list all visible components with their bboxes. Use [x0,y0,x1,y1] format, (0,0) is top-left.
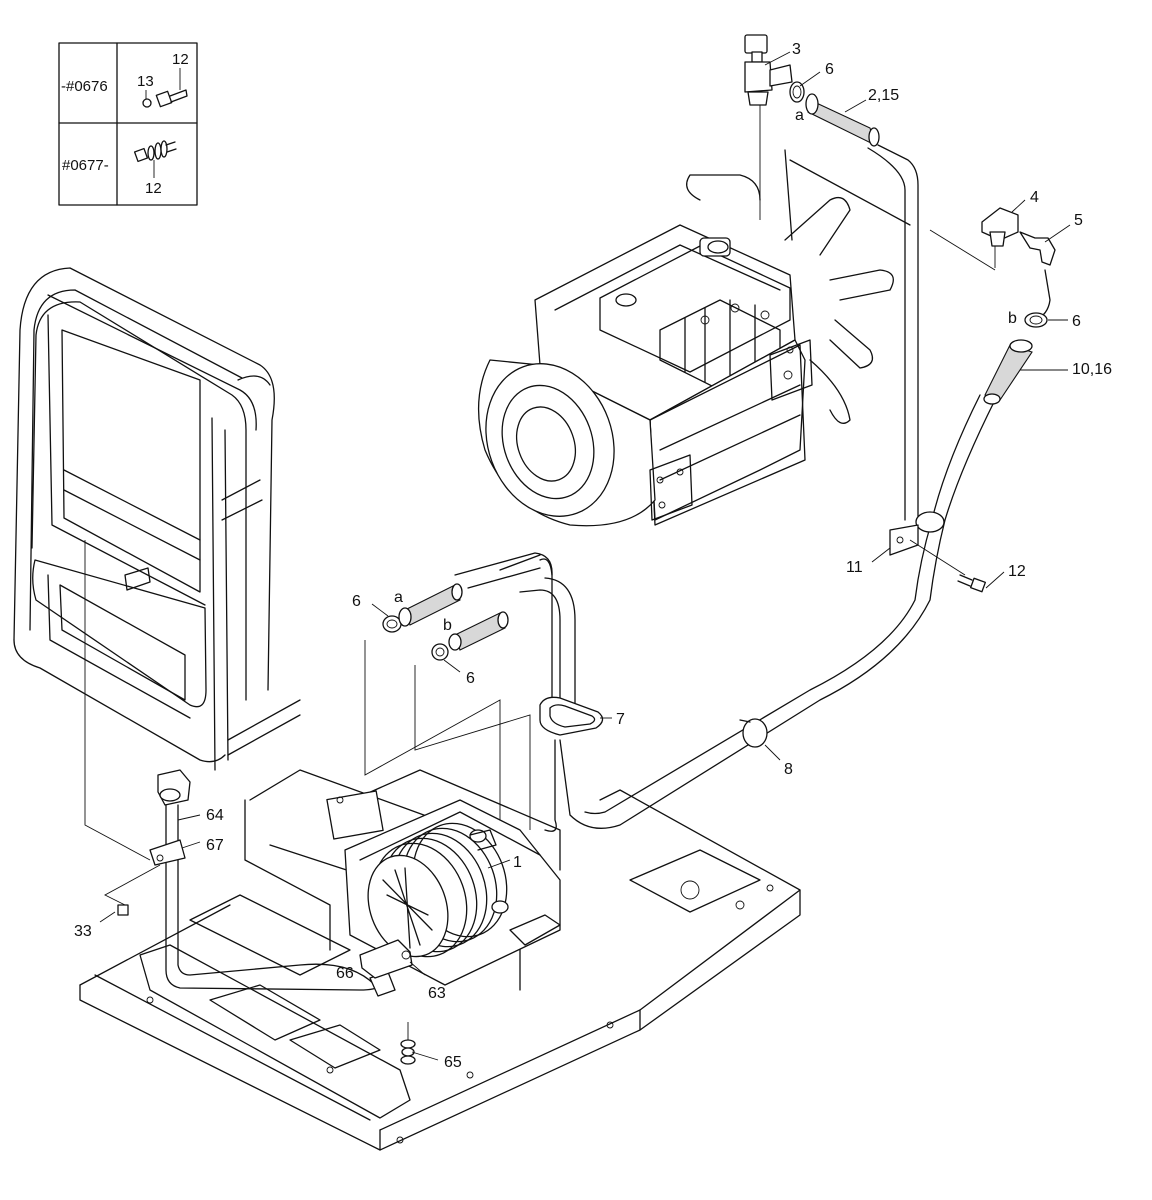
heater-unit [326,790,561,986]
callout-2-15: 2,15 [868,87,899,104]
callout-labels: 1 2,15 3 4 5 6 6 6 6 7 8 10,16 11 12 33 … [74,41,1112,1071]
clamp-6-top-icon [789,71,821,103]
callout-8: 8 [784,761,793,778]
inset-serial-early: -#0676 [61,78,108,95]
callout-64: 64 [206,807,224,824]
cab-frame [13,267,301,771]
engine-assembly [477,149,911,527]
part-33-bolt [99,864,161,923]
part-12-bolt [909,539,1005,593]
callout-10-16: 10,16 [1072,361,1112,378]
hose-end-top-a: a [795,107,804,124]
callout-67: 67 [206,837,224,854]
hose-sleeve-10-16 [983,339,1068,405]
hose-routing [364,144,1051,832]
bolt-washer-icon [133,140,177,178]
inset-part-12-late: 12 [145,180,162,197]
callout-63: 63 [428,985,446,1002]
callout-6-a: 6 [352,593,361,610]
part-3-cock [744,34,793,220]
serial-inset-table: -#0676 #0677- 13 12 12 [58,42,198,206]
callout-1: 1 [513,854,522,871]
callout-66: 66 [336,965,354,982]
callout-65: 65 [444,1054,462,1071]
hose-end-mid-b: b [443,617,452,634]
part-64-vent-pipe [157,769,389,991]
callout-11: 11 [846,559,863,576]
part-5-nipple [1019,224,1071,266]
hose-end-mid-a: a [394,589,403,606]
part-8-band [739,718,781,761]
inset-part-12-early: 12 [172,51,189,68]
inset-serial-late: #0677- [62,157,109,174]
part-67-clamp [84,540,201,866]
part-7-grommet [539,696,612,736]
clamp-6-a-icon [371,603,402,633]
clamp-6-b-icon [431,643,461,673]
hose-end-right-b: b [1008,310,1017,327]
callout-33: 33 [74,923,92,940]
callout-5: 5 [1074,212,1083,229]
part-65-bolt-washer [400,1022,439,1065]
part-11-clip [871,511,945,563]
callout-4: 4 [1030,189,1039,206]
hose-sleeve-2-15 [805,93,880,147]
callout-3: 3 [792,41,801,58]
bolt-icon [142,68,188,108]
callout-6-b: 6 [466,670,475,687]
callout-6-top: 6 [825,61,834,78]
hose-sleeve-b [448,611,509,651]
callout-7: 7 [616,711,625,728]
callout-6-right: 6 [1072,313,1081,330]
part-63-bracket [359,939,426,979]
part-4-elbow [929,199,1026,271]
hose-sleeve-a [398,583,463,627]
inset-part-13: 13 [137,73,154,90]
clamp-6-right-icon [1024,312,1068,328]
callout-12: 12 [1008,563,1026,580]
